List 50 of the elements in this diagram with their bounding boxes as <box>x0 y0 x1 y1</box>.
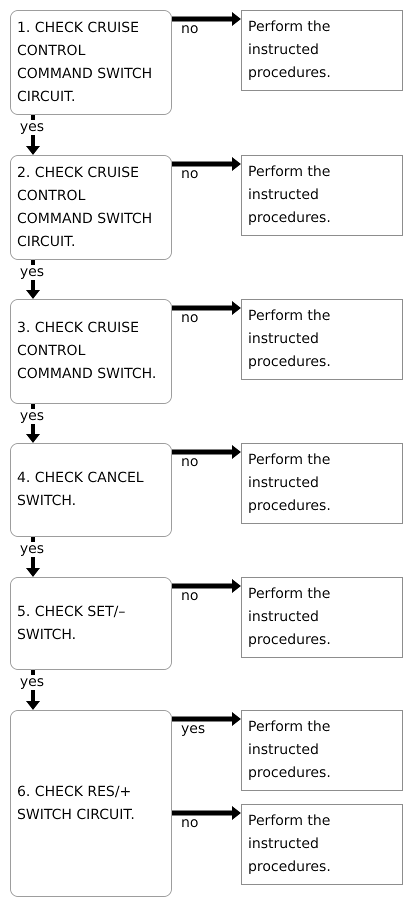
edge-label: no <box>181 589 198 604</box>
arrow <box>26 115 40 155</box>
step-box <box>10 155 172 260</box>
action-box <box>241 299 403 380</box>
action-text: Perform the instructed procedures. <box>248 585 332 650</box>
arrow <box>172 12 241 26</box>
edge-label: no <box>181 816 198 831</box>
arrow <box>172 445 241 459</box>
edge-label: yes <box>20 675 44 690</box>
action-text: Perform the instructed procedures. <box>248 451 332 516</box>
edge-label: yes <box>181 722 206 737</box>
arrow <box>26 404 40 443</box>
arrow <box>172 157 241 171</box>
arrow <box>172 806 241 820</box>
edge-label: no <box>181 167 198 182</box>
arrow <box>26 670 40 710</box>
edge-label: no <box>181 311 198 326</box>
arrow <box>26 537 40 577</box>
step-text: 3. CHECK CRUISE CONTROL COMMAND SWITCH. <box>17 319 158 384</box>
step-text: 2. CHECK CRUISE CONTROL COMMAND SWITCH CIRCUIT. <box>17 164 154 252</box>
action-box <box>241 443 403 524</box>
edge-label: no <box>181 22 198 37</box>
step-text: 6. CHECK RES/+ SWITCH CIRCUIT. <box>17 782 136 824</box>
step-box <box>10 710 172 897</box>
action-box <box>241 804 403 885</box>
edge-label: yes <box>20 542 44 557</box>
edge-label: yes <box>20 120 44 135</box>
step-box <box>10 443 172 537</box>
step-text: 1. CHECK CRUISE CONTROL COMMAND SWITCH CIRCUIT. <box>17 18 154 106</box>
arrow <box>172 712 241 726</box>
step-box <box>10 10 172 115</box>
action-text: Perform the instructed procedures. <box>248 307 332 372</box>
step-box <box>10 577 172 670</box>
step-text: 4. CHECK CANCEL SWITCH. <box>17 469 145 511</box>
action-text: Perform the instructed procedures. <box>248 18 332 83</box>
step-box <box>10 299 172 404</box>
action-box <box>241 577 403 658</box>
arrow <box>172 579 241 593</box>
action-text: Perform the instructed procedures. <box>248 163 332 228</box>
action-text: Perform the instructed procedures. <box>248 812 332 877</box>
edge-label: yes <box>20 409 44 424</box>
action-text: Perform the instructed procedures. <box>248 718 332 783</box>
action-box <box>241 710 403 791</box>
arrow <box>172 301 241 315</box>
action-box <box>241 10 403 91</box>
edge-label: no <box>181 455 198 470</box>
action-box <box>241 155 403 236</box>
step-text: 5. CHECK SET/– SWITCH. <box>17 602 126 644</box>
arrow <box>26 260 40 299</box>
edge-label: yes <box>20 265 44 280</box>
